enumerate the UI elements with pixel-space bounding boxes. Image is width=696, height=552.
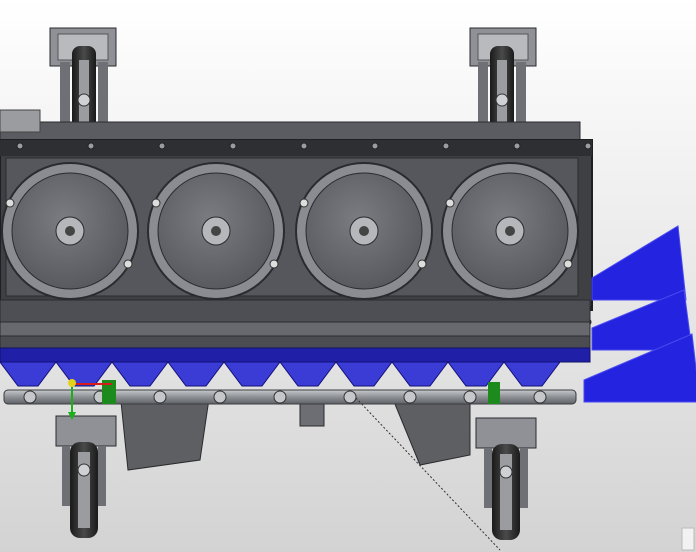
deflector-fins[interactable] [583,225,696,403]
bolt [158,142,166,150]
bolt [229,142,237,150]
shaft-coupling [23,390,37,404]
bolt [16,142,24,150]
underbody-bracket [119,391,471,471]
hopper-funnel [447,361,505,387]
bottom-caster-left[interactable] [55,415,117,538]
bolt [87,142,95,150]
green-marker-right [488,382,500,404]
rotor-disc[interactable] [295,162,433,300]
shaft-coupling [213,390,227,404]
hopper-funnel [335,361,393,387]
hopper-funnel [111,361,169,387]
drive-shaft[interactable] [3,389,577,405]
shaft-coupling [153,390,167,404]
coordinate-axis-triad-icon [68,379,112,420]
hopper-funnel [167,361,225,387]
shaft-coupling [463,390,477,404]
annotation-leader-line [355,397,501,551]
hopper-funnel [223,361,281,387]
shaft-coupling [533,390,547,404]
shaft-couplings [23,390,547,404]
shaft-coupling [343,390,357,404]
bottom-caster-right[interactable] [475,417,537,540]
hopper-funnel [0,361,57,387]
deflector-fin[interactable] [591,225,687,301]
discharge-hopper[interactable] [0,347,591,387]
bolt [584,142,592,150]
hopper-funnel [391,361,449,387]
bolt [371,142,379,150]
lower-frame [0,299,591,353]
rotor-disc[interactable] [1,162,139,300]
bolt [442,142,450,150]
view-cube-corner[interactable] [681,527,695,551]
shaft-coupling [403,390,417,404]
bolt [513,142,521,150]
bolt [300,142,308,150]
shaft-coupling [273,390,287,404]
rotor-disc[interactable] [441,162,579,300]
hopper-funnel [503,361,561,387]
hopper-funnel [279,361,337,387]
rotor-disc-group [1,142,592,326]
top-caster-right[interactable] [469,27,537,146]
deflector-fin[interactable] [583,333,696,403]
rotor-disc[interactable] [147,162,285,300]
green-marker-left [102,380,116,404]
top-caster-left[interactable] [49,27,117,146]
